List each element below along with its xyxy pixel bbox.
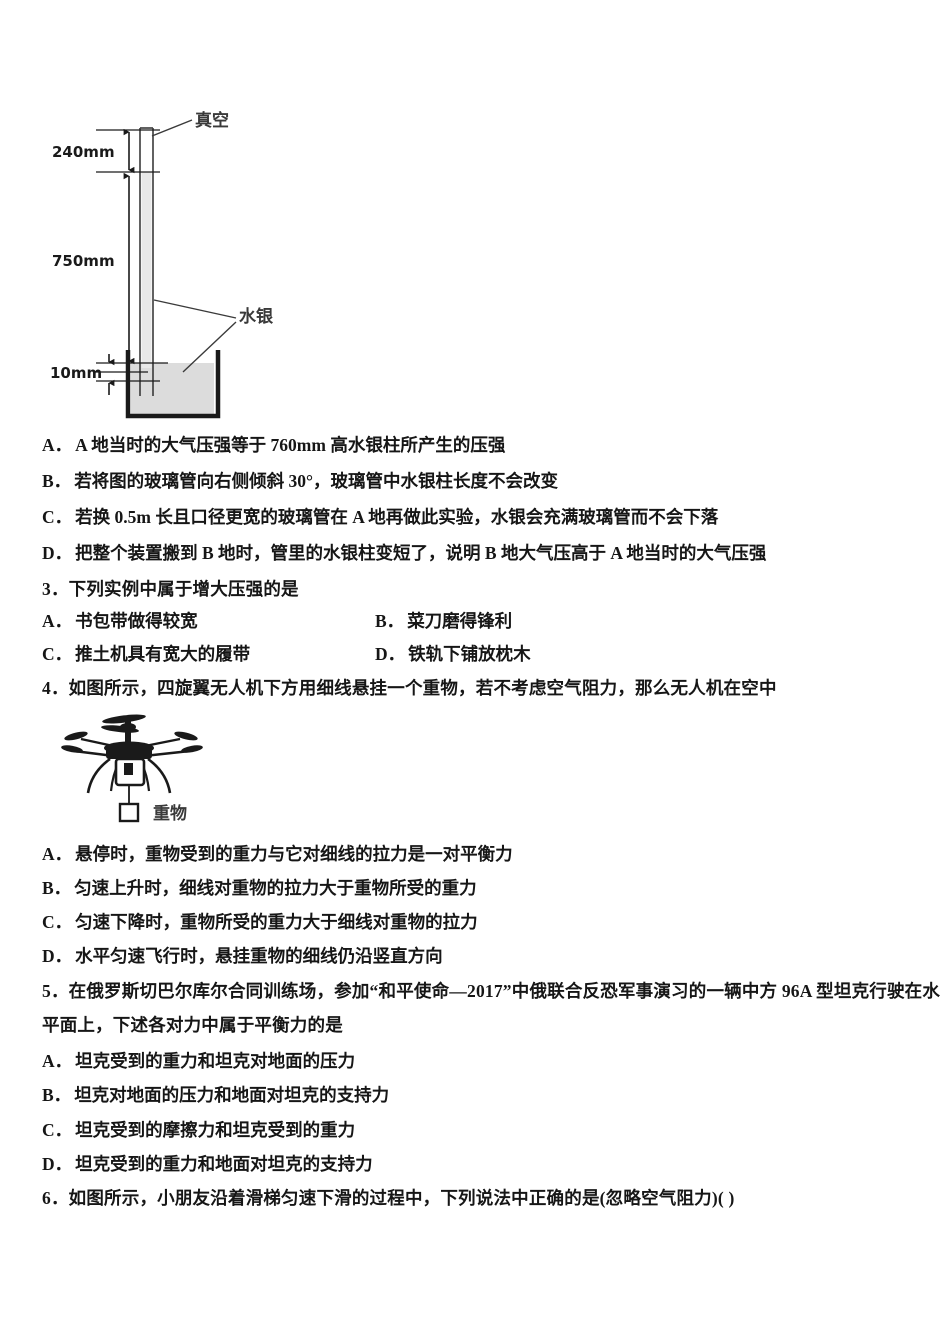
q4-option-c: C．匀速下降时，重物所受的重力大于细线对重物的拉力 bbox=[42, 909, 478, 934]
q4-option-d: D．水平匀速飞行时，悬挂重物的细线仍沿竖直方向 bbox=[42, 943, 443, 968]
q2-option-b-text: 若将图的玻璃管向右侧倾斜 30°，玻璃管中水银柱长度不会改变 bbox=[74, 471, 559, 491]
drone-rotor-hub bbox=[120, 723, 136, 731]
q6-stem: 6．如图所示，小朋友沿着滑梯匀速下滑的过程中，下列说法中正确的是(忽略空气阻力)… bbox=[42, 1188, 735, 1208]
q4-stem: 4．如图所示，四旋翼无人机下方用细线悬挂一个重物，若不考虑空气阻力，那么无人机在… bbox=[42, 678, 777, 698]
q3-option-d-text: 铁轨下铺放枕木 bbox=[408, 644, 531, 664]
q2-option-c-text: 若换 0.5m 长且口径更宽的玻璃管在 A 地再做此实验，水银会充满玻璃管而不会… bbox=[75, 507, 719, 527]
q5-option-b-text: 坦克对地面的压力和地面对坦克的支持力 bbox=[74, 1085, 390, 1105]
mercury-leader-line-tube bbox=[153, 299, 237, 319]
q2-option-c-label: C． bbox=[42, 507, 73, 527]
q3-option-c-label: C． bbox=[42, 644, 73, 664]
q5-stem-line1: 5．在俄罗斯切巴尔库尔合同训练场，参加“和平使命—2017”中俄联合反恐军事演习… bbox=[42, 981, 941, 1001]
q3-option-a-label: A． bbox=[42, 611, 73, 631]
q5-option-d: D．坦克受到的重力和地面对坦克的支持力 bbox=[42, 1151, 373, 1176]
q5-option-a-label: A． bbox=[42, 1051, 73, 1071]
q5-option-b-label: B． bbox=[42, 1085, 72, 1105]
drone-rotors bbox=[61, 714, 203, 753]
q3-option-b-text: 菜刀磨得锋利 bbox=[407, 611, 513, 631]
drone-body bbox=[106, 748, 152, 759]
q2-option-d-label: D． bbox=[42, 543, 73, 563]
q5-option-c-text: 坦克受到的摩擦力和坦克受到的重力 bbox=[75, 1120, 356, 1140]
q4-option-c-label: C． bbox=[42, 912, 73, 932]
q3-option-c: C．推土机具有宽大的履带 bbox=[42, 641, 250, 666]
q5-option-b: B．坦克对地面的压力和地面对坦克的支持力 bbox=[42, 1082, 389, 1107]
drone-skid-left bbox=[86, 757, 111, 794]
reservoir-vessel bbox=[125, 350, 221, 419]
vacuum-annotation-label: 真空 bbox=[195, 110, 229, 131]
q2-option-d-text: 把整个装置搬到 B 地时，管里的水银柱变短了，说明 B 地大气压高于 A 地当时… bbox=[75, 543, 767, 563]
mercury-annotation-label: 水银 bbox=[239, 306, 274, 327]
dimension-label-10mm: 10mm bbox=[50, 364, 102, 382]
q4-option-b-label: B． bbox=[42, 878, 72, 898]
q5-option-d-label: D． bbox=[42, 1154, 73, 1174]
hanging-weight-block bbox=[118, 802, 140, 823]
q2-option-d: D．把整个装置搬到 B 地时，管里的水银柱变短了，说明 B 地大气压高于 A 地… bbox=[42, 540, 766, 565]
q4-option-d-label: D． bbox=[42, 946, 73, 966]
q5-stem-line2: 平面上，下述各对力中属于平衡力的是 bbox=[42, 1015, 343, 1035]
vacuum-leader-line bbox=[151, 119, 193, 137]
q2-option-b-label: B． bbox=[42, 471, 72, 491]
q3-option-d: D．铁轨下铺放枕木 bbox=[375, 641, 531, 666]
q2-option-a: A．A 地当时的大气压强等于 760mm 高水银柱所产生的压强 bbox=[42, 432, 505, 457]
q3-option-b-label: B． bbox=[375, 611, 405, 631]
q2-option-c: C．若换 0.5m 长且口径更宽的玻璃管在 A 地再做此实验，水银会充满玻璃管而… bbox=[42, 504, 718, 529]
drone-camera bbox=[124, 763, 133, 775]
q3-option-b: B．菜刀磨得锋利 bbox=[375, 608, 512, 633]
q2-option-a-label: A． bbox=[42, 435, 73, 455]
q4-option-a-label: A． bbox=[42, 844, 73, 864]
q4-option-a: A．悬停时，重物受到的重力与它对细线的拉力是一对平衡力 bbox=[42, 841, 513, 866]
mercury-column-fill bbox=[141, 172, 152, 368]
q3-stem: 3．下列实例中属于增大压强的是 bbox=[42, 579, 299, 599]
q5-option-c: C．坦克受到的摩擦力和坦克受到的重力 bbox=[42, 1117, 355, 1142]
q5-option-d-text: 坦克受到的重力和地面对坦克的支持力 bbox=[75, 1154, 373, 1174]
q5-option-a-text: 坦克受到的重力和坦克对地面的压力 bbox=[75, 1051, 356, 1071]
mercury-leader-line-reservoir bbox=[182, 321, 237, 373]
q3-option-c-text: 推土机具有宽大的履带 bbox=[75, 644, 251, 664]
dimension-label-240mm: 240mm bbox=[52, 143, 115, 161]
drone-skid-right bbox=[147, 757, 172, 794]
q3-option-a-text: 书包带做得较宽 bbox=[75, 611, 198, 631]
mercury-reservoir-fill bbox=[131, 363, 214, 414]
drone-mast bbox=[125, 721, 131, 743]
q4-option-a-text: 悬停时，重物受到的重力与它对细线的拉力是一对平衡力 bbox=[75, 844, 513, 864]
q4-option-c-text: 匀速下降时，重物所受的重力大于细线对重物的拉力 bbox=[75, 912, 478, 932]
q3-option-a: A．书包带做得较宽 bbox=[42, 608, 198, 633]
q5-option-a: A．坦克受到的重力和坦克对地面的压力 bbox=[42, 1048, 355, 1073]
torricelli-barometer-figure: 240mm 750mm 10mm 真空 水银 bbox=[40, 100, 340, 425]
q4-option-d-text: 水平匀速飞行时，悬挂重物的细线仍沿竖直方向 bbox=[75, 946, 443, 966]
q2-option-a-text: A 地当时的大气压强等于 760mm 高水银柱所产生的压强 bbox=[75, 435, 506, 455]
weight-annotation-label: 重物 bbox=[153, 803, 187, 824]
q4-option-b-text: 匀速上升时，细线对重物的拉力大于重物所受的重力 bbox=[74, 878, 477, 898]
dimension-label-750mm: 750mm bbox=[52, 252, 115, 270]
q3-option-d-label: D． bbox=[375, 644, 406, 664]
quadcopter-figure: 重物 bbox=[48, 703, 263, 831]
q4-option-b: B．匀速上升时，细线对重物的拉力大于重物所受的重力 bbox=[42, 875, 477, 900]
q2-option-b: B．若将图的玻璃管向右侧倾斜 30°，玻璃管中水银柱长度不会改变 bbox=[42, 468, 558, 493]
q5-option-c-label: C． bbox=[42, 1120, 73, 1140]
